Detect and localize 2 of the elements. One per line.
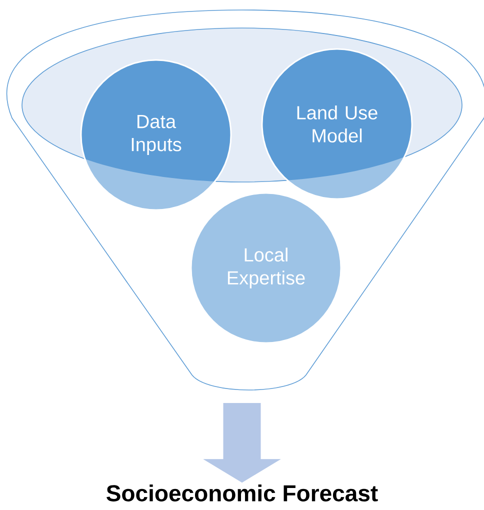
block-arrow bbox=[204, 402, 280, 483]
result-text: Socioeconomic Forecast bbox=[106, 484, 378, 502]
